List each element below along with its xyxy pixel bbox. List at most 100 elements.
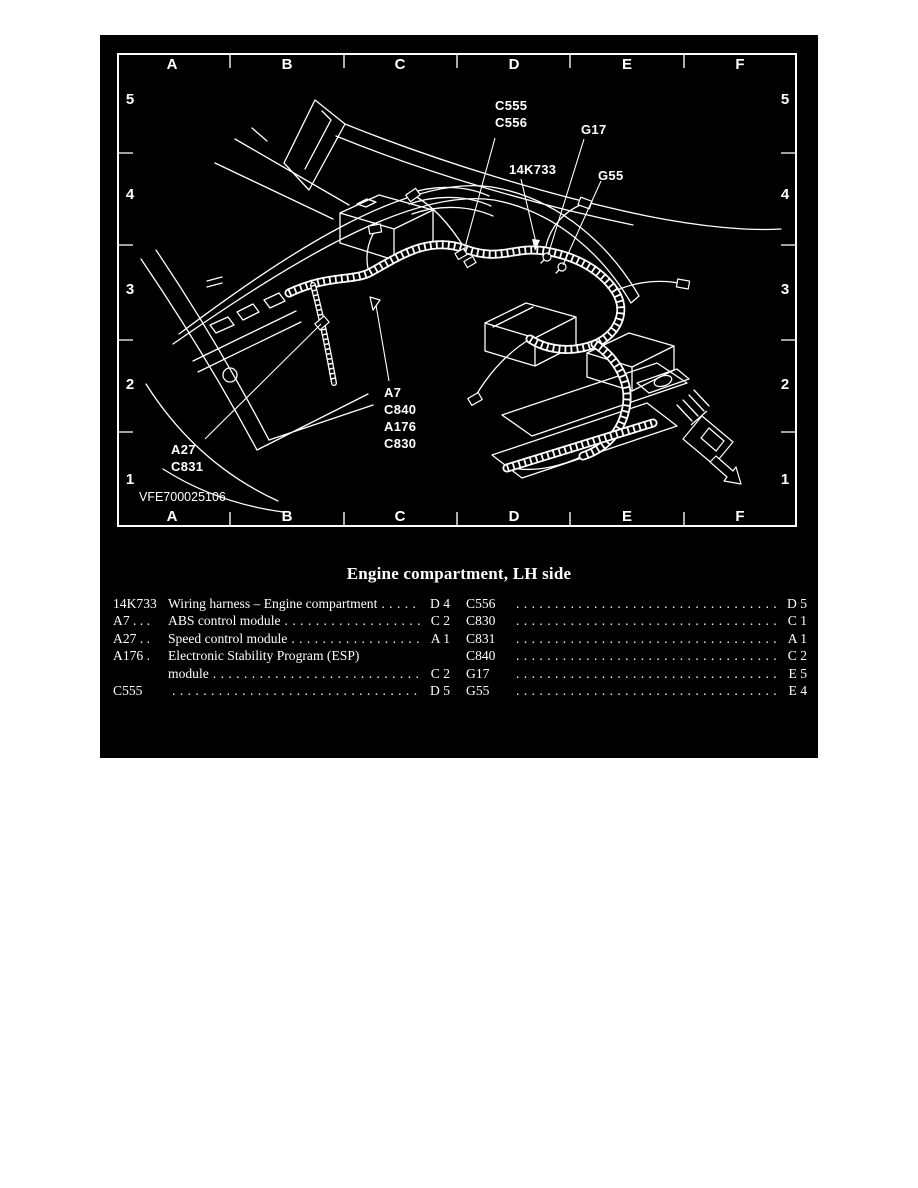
strut-lines xyxy=(206,276,374,451)
dot-leader: . . . . . . . . . . . . . . . . . . . . … xyxy=(212,665,420,681)
ground-eyelet-g55 xyxy=(557,262,567,272)
grid-col-a-top: A xyxy=(166,56,178,73)
abs-module-pointer-stub xyxy=(369,296,381,311)
grid-ref: C 2 xyxy=(787,648,807,664)
dot-leader: . . . . . . . . . . . . . . . . . . . . … xyxy=(516,630,777,646)
dot-leader: . . . . . . . . . . . . . . . . . . . . … xyxy=(516,682,777,698)
grid-row-4-right: 4 xyxy=(780,186,790,203)
grid-ref: C 2 xyxy=(430,613,450,629)
component-code: C831 xyxy=(466,630,496,646)
component-desc: ABS control module xyxy=(168,613,281,629)
grid-ref: D 4 xyxy=(429,596,450,611)
grid-col-c-top: C xyxy=(394,56,406,73)
callout-c830: C830 xyxy=(384,436,417,451)
grid-ref: D 5 xyxy=(786,596,807,611)
hood-silhouette xyxy=(172,185,640,345)
grid-col-c-bottom: C xyxy=(394,508,406,525)
component-code: 14K733 xyxy=(113,596,157,611)
grid-col-b-bottom: B xyxy=(281,508,293,525)
callout-a27: A27 xyxy=(171,442,196,457)
grid-ref: A 1 xyxy=(787,630,807,646)
legend-row: A7 . . .ABS control module . . . . . . .… xyxy=(113,613,450,630)
grid-ref: C 1 xyxy=(787,613,807,629)
callout-module-stack: A7 C840 A176 C830 xyxy=(384,384,416,452)
dot-leader: . . . . . . . . . . . . . . . . . . . . … xyxy=(291,630,420,646)
grid-row-4-left: 4 xyxy=(125,186,135,203)
legend-column-left: 14K733 Wiring harness – Engine compartmen… xyxy=(113,596,450,700)
callout-c555-c556: C555 C556 xyxy=(495,97,527,131)
dot-leader: . . . . . . . . . . . . . . . . . . . . … xyxy=(516,613,777,629)
dot-leader: . . . . . . . . . . . . . . . . . . . . … xyxy=(381,596,420,611)
grid-col-b-top: B xyxy=(281,56,293,73)
grid-row-1-left: 1 xyxy=(125,471,135,488)
figure-id: VFE700025106 xyxy=(139,490,226,504)
ground-eyelet-g17 xyxy=(542,252,552,262)
component-code: A176 . xyxy=(113,648,151,664)
callout-c556: C556 xyxy=(495,115,528,130)
callout-c555: C555 xyxy=(495,98,528,113)
grid-row-2-left: 2 xyxy=(125,376,135,393)
callout-leader-lines xyxy=(204,137,602,440)
c556-connector-stub xyxy=(463,255,477,269)
connector-plug-body xyxy=(682,415,734,466)
grid-row-3-left: 3 xyxy=(125,281,135,298)
callout-g55: G55 xyxy=(598,168,624,183)
grid-tick-marks xyxy=(119,55,795,525)
legend-row: C830 . . . . . . . . . . . . . . . . . .… xyxy=(466,613,807,630)
component-code: C555 xyxy=(113,682,143,698)
grid-col-e-bottom: E xyxy=(621,508,632,525)
legend-row: C840 . . . . . . . . . . . . . . . . . .… xyxy=(466,648,807,665)
dot-leader: . . . . . . . . . . . . . . . . . . . . … xyxy=(516,665,777,681)
grid-ref: C 2 xyxy=(430,665,450,681)
component-code: C840 xyxy=(466,648,496,664)
connector-stub xyxy=(405,187,421,203)
callout-14k733: 14K733 xyxy=(509,162,557,177)
component-desc: Speed control module xyxy=(168,630,288,646)
diagram-panel: A B C D E F A B C D E F 5 4 3 2 1 5 4 3 … xyxy=(100,35,818,758)
diagram-title: Engine compartment, LH side xyxy=(346,564,572,583)
grommet-circle xyxy=(222,367,238,383)
grid-row-3-right: 3 xyxy=(780,281,790,298)
direction-arrow-icon xyxy=(709,455,742,485)
plug-wires xyxy=(676,389,710,422)
callout-a7: A7 xyxy=(384,385,402,400)
grid-ref: A 1 xyxy=(430,630,450,646)
callout-a176: A176 xyxy=(384,419,417,434)
component-code: C830 xyxy=(466,613,496,629)
grid-col-e-top: E xyxy=(621,56,632,73)
component-desc: Wiring harness – Engine compartment xyxy=(168,596,378,611)
grid-col-f-bottom: F xyxy=(735,508,745,525)
connector-stub xyxy=(577,196,593,210)
legend-row: C556 . . . . . . . . . . . . . . . . . .… xyxy=(466,596,807,613)
callout-c840: C840 xyxy=(384,402,417,417)
legend-row: A176 .Electronic Stability Program (ESP) xyxy=(113,648,450,665)
legend-row: A27 . . Speed control module . . . . . . … xyxy=(113,631,450,648)
grid-ref: E 5 xyxy=(788,665,808,681)
connector-stub xyxy=(467,391,483,407)
fender-arcs xyxy=(140,249,284,513)
grid-row-5-left: 5 xyxy=(125,91,135,108)
component-desc: module xyxy=(168,665,209,681)
grid-border xyxy=(117,53,797,527)
cowl-edge-lines xyxy=(335,123,782,231)
locator-grid-frame: A B C D E F A B C D E F 5 4 3 2 1 5 4 3 … xyxy=(117,53,797,527)
wiper-linkage-lines xyxy=(214,127,350,220)
dot-leader: . . . . . . . . . . . . . . . . . . . . … xyxy=(284,613,420,629)
grid-col-f-top: F xyxy=(735,56,745,73)
relay-rail-and-boxes xyxy=(192,292,302,373)
cowl-pillar xyxy=(283,99,346,191)
grid-col-d-top: D xyxy=(508,56,520,73)
leader-arrowhead-icon xyxy=(532,239,540,251)
legend-row: C555 . . . . . . . . . . . . . . . . . .… xyxy=(113,683,450,700)
legend-row: G55 . . . . . . . . . . . . . . . . . . … xyxy=(466,683,807,700)
connector-stub xyxy=(367,223,383,235)
connector-plug-detail xyxy=(690,410,725,452)
component-code: A27 . . xyxy=(113,630,151,646)
callout-a27-stack: A27 C831 xyxy=(171,441,203,475)
legend-row: G17 . . . . . . . . . . . . . . . . . . … xyxy=(466,666,807,683)
dot-leader: . . . . . . . . . . . . . . . . . . . . … xyxy=(172,682,420,698)
callout-c831: C831 xyxy=(171,459,204,474)
grid-col-d-bottom: D xyxy=(508,508,520,525)
engine-compartment-line-art xyxy=(117,53,797,527)
